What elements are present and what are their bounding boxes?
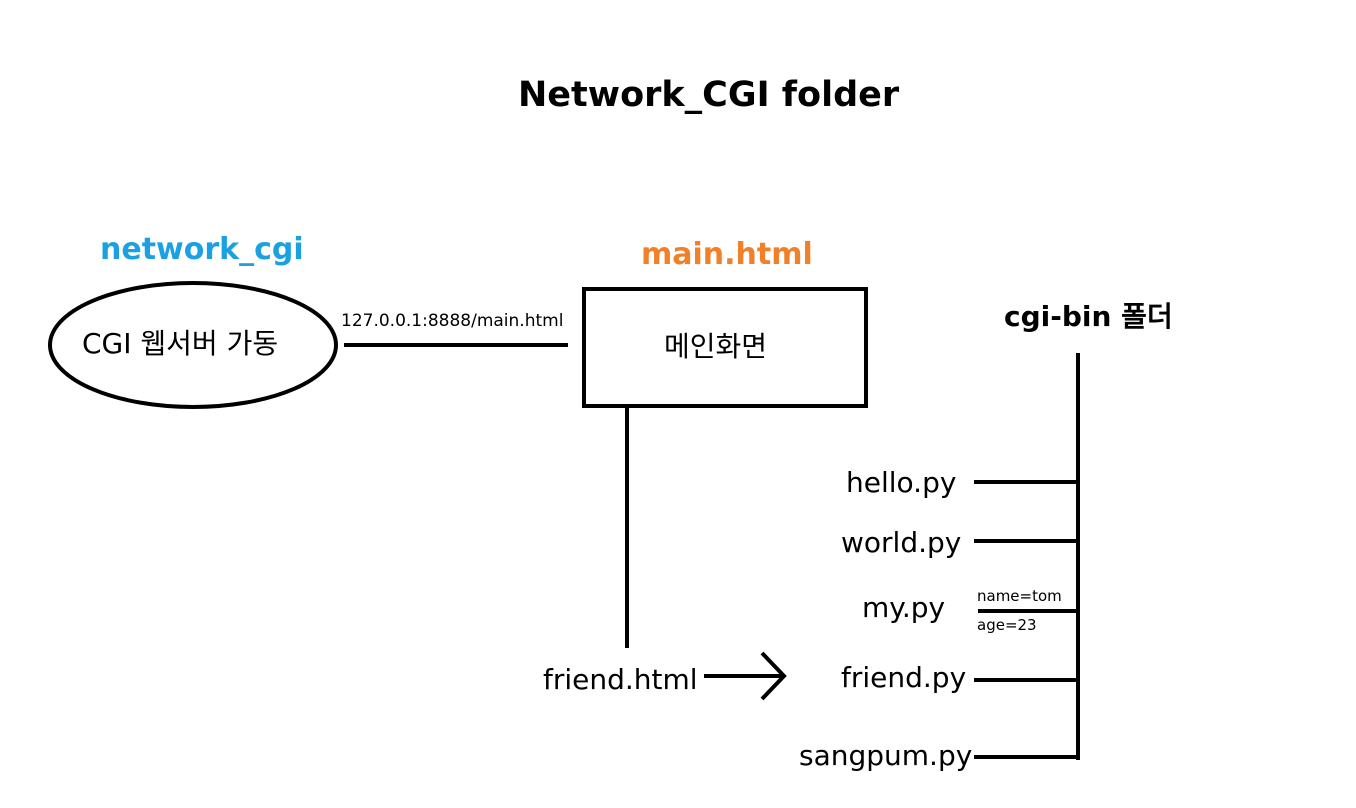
diagram-title: Network_CGI folder <box>518 75 900 115</box>
server-label: network_cgi <box>100 232 304 267</box>
arrow-right-icon <box>704 651 787 701</box>
param-name: name=tom <box>977 587 1062 605</box>
server-ellipse <box>48 281 338 409</box>
cgi-bin-label: cgi-bin 폴더 <box>1004 300 1173 333</box>
main-page-label: main.html <box>641 237 813 272</box>
file-hello: hello.py <box>846 466 957 499</box>
server-text: CGI 웹서버 가동 <box>82 327 279 360</box>
main-page-box <box>582 287 868 408</box>
file-world: world.py <box>841 526 962 559</box>
connection-url: 127.0.0.1:8888/main.html <box>341 311 564 331</box>
file-my: my.py <box>862 591 946 624</box>
friend-page-text: friend.html <box>543 663 698 696</box>
param-age: age=23 <box>977 616 1037 634</box>
file-sangpum: sangpum.py <box>799 739 973 772</box>
main-page-text: 메인화면 <box>664 330 768 363</box>
file-friend: friend.py <box>841 661 967 694</box>
